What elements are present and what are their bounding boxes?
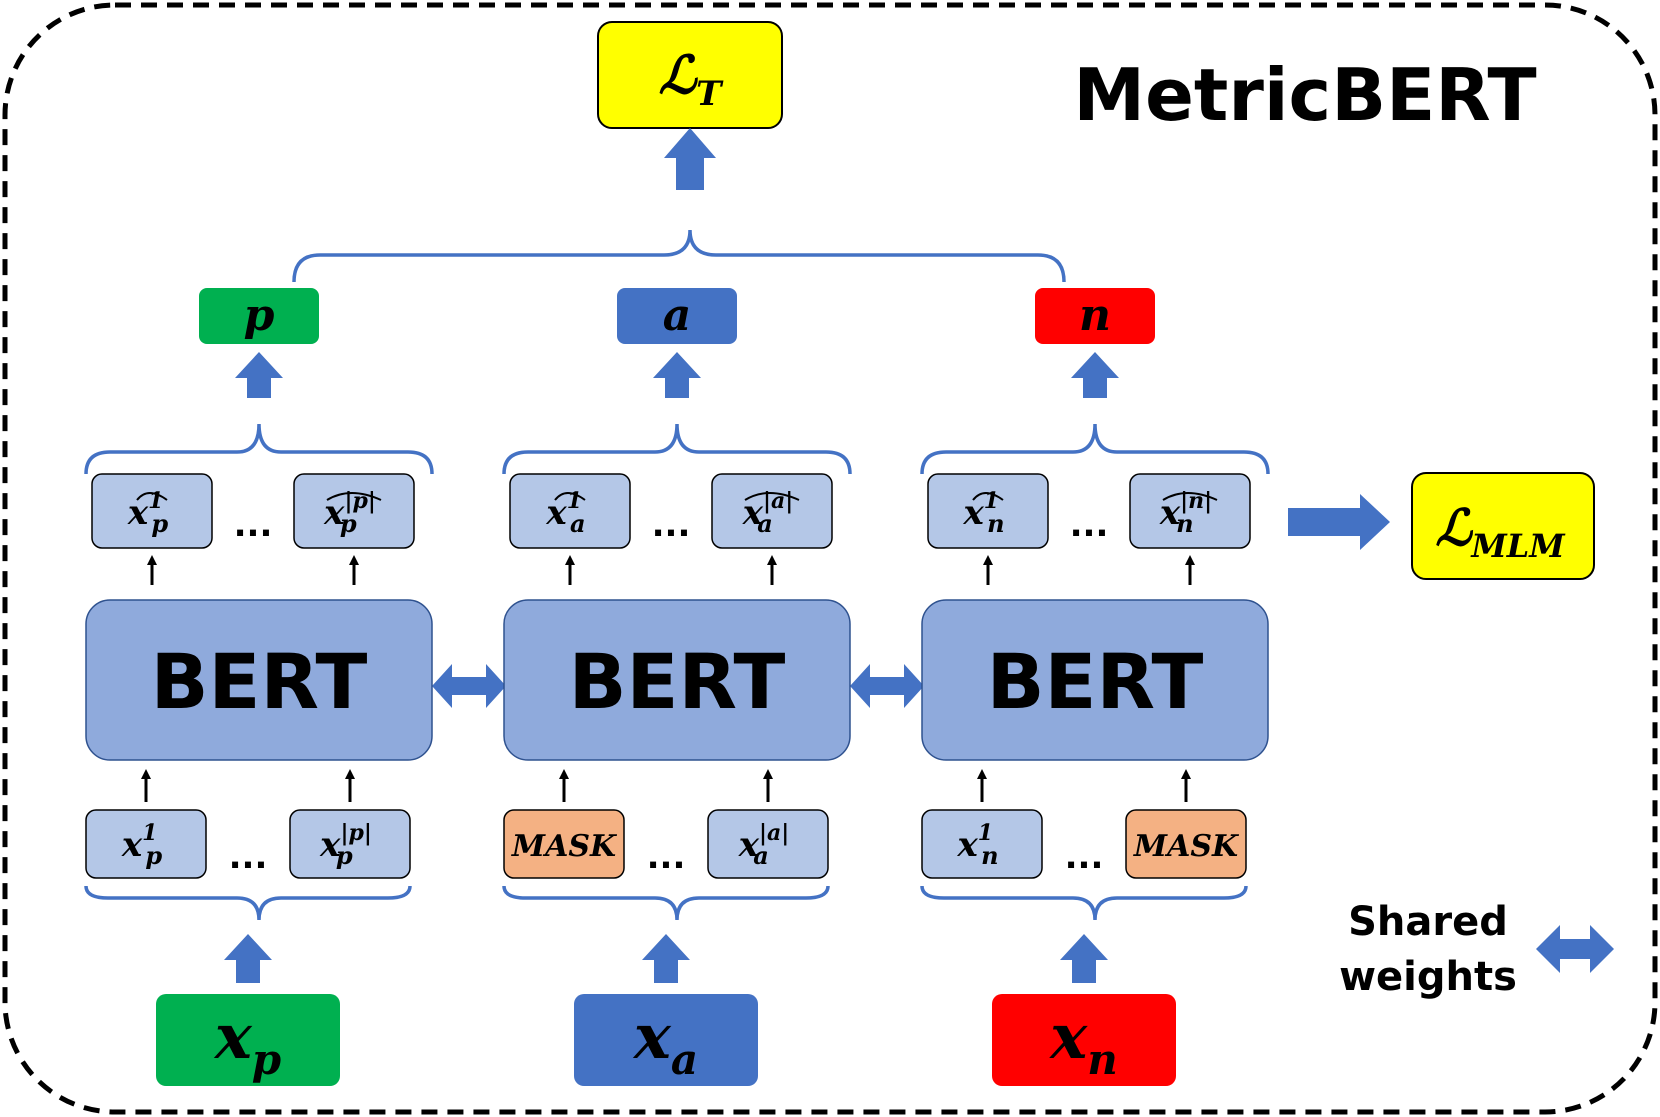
hat-accent — [136, 492, 168, 501]
input-token-label: x|a|a — [738, 820, 790, 870]
output-brace-p — [84, 423, 434, 475]
svg-text:ℒMLM: ℒMLM — [1435, 498, 1566, 565]
triplet-loss-box: ℒT — [597, 21, 783, 129]
embedding-label-a: a — [663, 290, 692, 341]
output-ellipsis: ... — [234, 505, 273, 545]
bert-label: BERT — [151, 637, 368, 726]
arrow-to-embedding-p — [235, 352, 283, 398]
legend: Shared weights — [1339, 899, 1614, 1000]
diagram-title: MetricBERT — [1073, 53, 1536, 137]
embedding-label-p: p — [244, 290, 275, 341]
input-sequence-a: xa — [574, 994, 758, 1086]
output-token-a-2: x|a|a — [711, 473, 833, 549]
output-ellipsis: ... — [1070, 505, 1109, 545]
svg-text:ℒT: ℒT — [659, 45, 724, 114]
input-sequence-p: xp — [156, 994, 340, 1086]
hat-accent — [1162, 492, 1218, 501]
shared-weights-arrow-1 — [432, 664, 506, 708]
embedding-box-p: p — [199, 288, 319, 344]
arrow-from-input-n — [1060, 934, 1108, 983]
input-brace-p — [84, 885, 412, 921]
arrow-to-triplet-loss — [664, 128, 716, 190]
shared-weights-arrow-2 — [850, 664, 924, 708]
input-ellipsis: ... — [229, 837, 268, 877]
arrow-to-mlm-loss — [1288, 494, 1390, 550]
mask-token-n-2: MASK — [1125, 809, 1247, 879]
mask-token-a-1: MASK — [503, 809, 625, 879]
mlm-loss-symbol: ℒ — [1435, 498, 1473, 557]
mlm-loss-box: ℒMLM — [1411, 472, 1595, 580]
legend-double-arrow-icon — [1536, 925, 1614, 973]
hat-accent — [326, 492, 382, 501]
bert-encoder-n: BERT — [921, 599, 1269, 761]
mask-label: MASK — [511, 829, 618, 864]
bert-encoder-p: BERT — [85, 599, 433, 761]
output-brace-a — [502, 423, 852, 475]
legend-line-2: weights — [1339, 954, 1517, 1000]
embedding-box-n: n — [1035, 288, 1155, 344]
input-sequence-label: xn — [1048, 1000, 1118, 1084]
embedding-box-a: a — [617, 288, 737, 344]
hat-accent — [554, 492, 586, 501]
bert-label: BERT — [987, 637, 1204, 726]
embedding-label-n: n — [1079, 290, 1111, 341]
output-token-p-2: x|p|p — [293, 473, 415, 549]
input-brace-n — [920, 885, 1248, 921]
triplet-brace — [292, 229, 1066, 283]
hat-accent — [744, 492, 800, 501]
input-sequence-label: xa — [632, 1000, 698, 1084]
arrow-to-embedding-a — [653, 352, 701, 398]
input-token-p-2: x|p|p — [289, 809, 411, 879]
input-sequence-n: xn — [992, 994, 1176, 1086]
arrow-from-input-p — [224, 934, 272, 983]
mlm-loss-subscript: MLM — [1470, 527, 1566, 565]
output-brace-n — [920, 423, 1270, 475]
input-ellipsis: ... — [647, 837, 686, 877]
mask-label: MASK — [1133, 829, 1240, 864]
arrow-from-input-a — [642, 934, 690, 983]
input-brace-a — [502, 885, 830, 921]
output-token-n-2: x|n|n — [1129, 473, 1251, 549]
input-ellipsis: ... — [1065, 837, 1104, 877]
bert-encoder-a: BERT — [503, 599, 851, 761]
input-token-label: x|p|p — [319, 820, 372, 870]
hat-accent — [972, 492, 1004, 501]
output-ellipsis: ... — [652, 505, 691, 545]
input-sequence-label: xp — [213, 1000, 281, 1084]
legend-line-1: Shared — [1348, 899, 1508, 945]
arrow-to-embedding-n — [1071, 352, 1119, 398]
bert-label: BERT — [569, 637, 786, 726]
triplet-loss-subscript: T — [696, 74, 724, 114]
input-token-a-2: x|a|a — [707, 809, 829, 879]
triplet-loss-symbol: ℒ — [659, 45, 699, 106]
